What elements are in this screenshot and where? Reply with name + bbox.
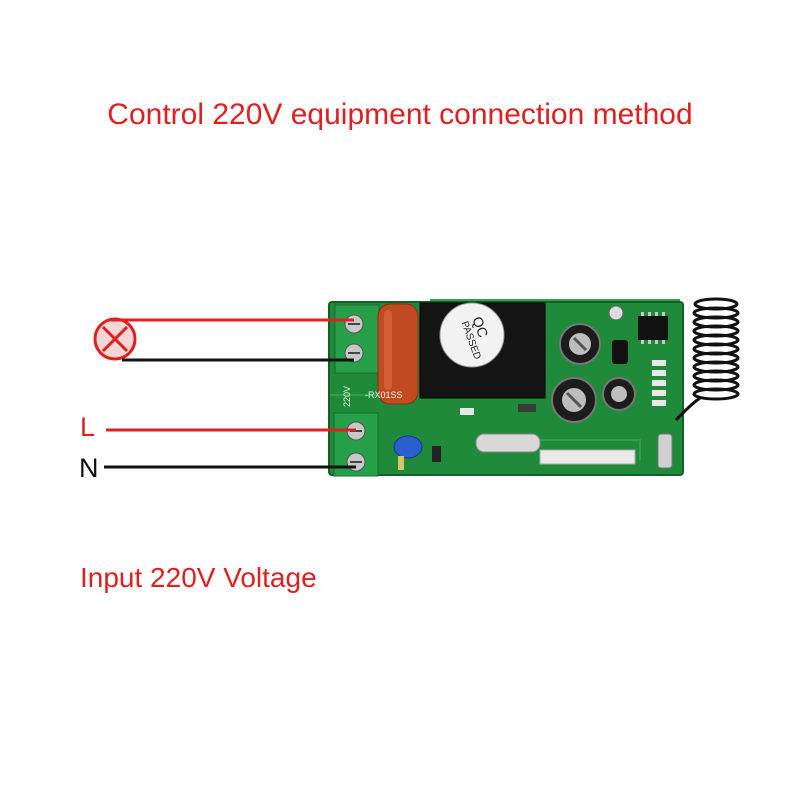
electrolytic-capacitor [602, 377, 636, 411]
smd-resistors [460, 360, 666, 415]
led [608, 305, 624, 321]
electrolytic-capacitor [559, 323, 601, 365]
svg-text:QC: QC [469, 314, 491, 339]
diode [432, 446, 441, 462]
crystal-oscillator [475, 433, 541, 453]
blue-capacitor [393, 435, 423, 459]
electrolytic-capacitor [551, 377, 597, 423]
svg-text:220V: 220V [342, 386, 352, 407]
svg-text:-RX01SS: -RX01SS [365, 390, 403, 400]
rf-module [539, 449, 636, 465]
output-terminal-block [334, 304, 380, 374]
receiver-board: QC PASSED [328, 299, 684, 477]
page-title: Control 220V equipment connection method [107, 98, 693, 131]
transistor [612, 340, 628, 364]
antenna-coil [674, 297, 740, 422]
live-label: L [80, 412, 96, 442]
input-voltage-caption: Input 220V Voltage [80, 562, 317, 593]
ic-chip [638, 316, 668, 340]
lamp-icon [93, 317, 137, 361]
qc-sticker [439, 302, 505, 368]
inductor [657, 433, 673, 469]
relay: QC PASSED [419, 302, 546, 399]
neutral-label: N [79, 453, 99, 483]
